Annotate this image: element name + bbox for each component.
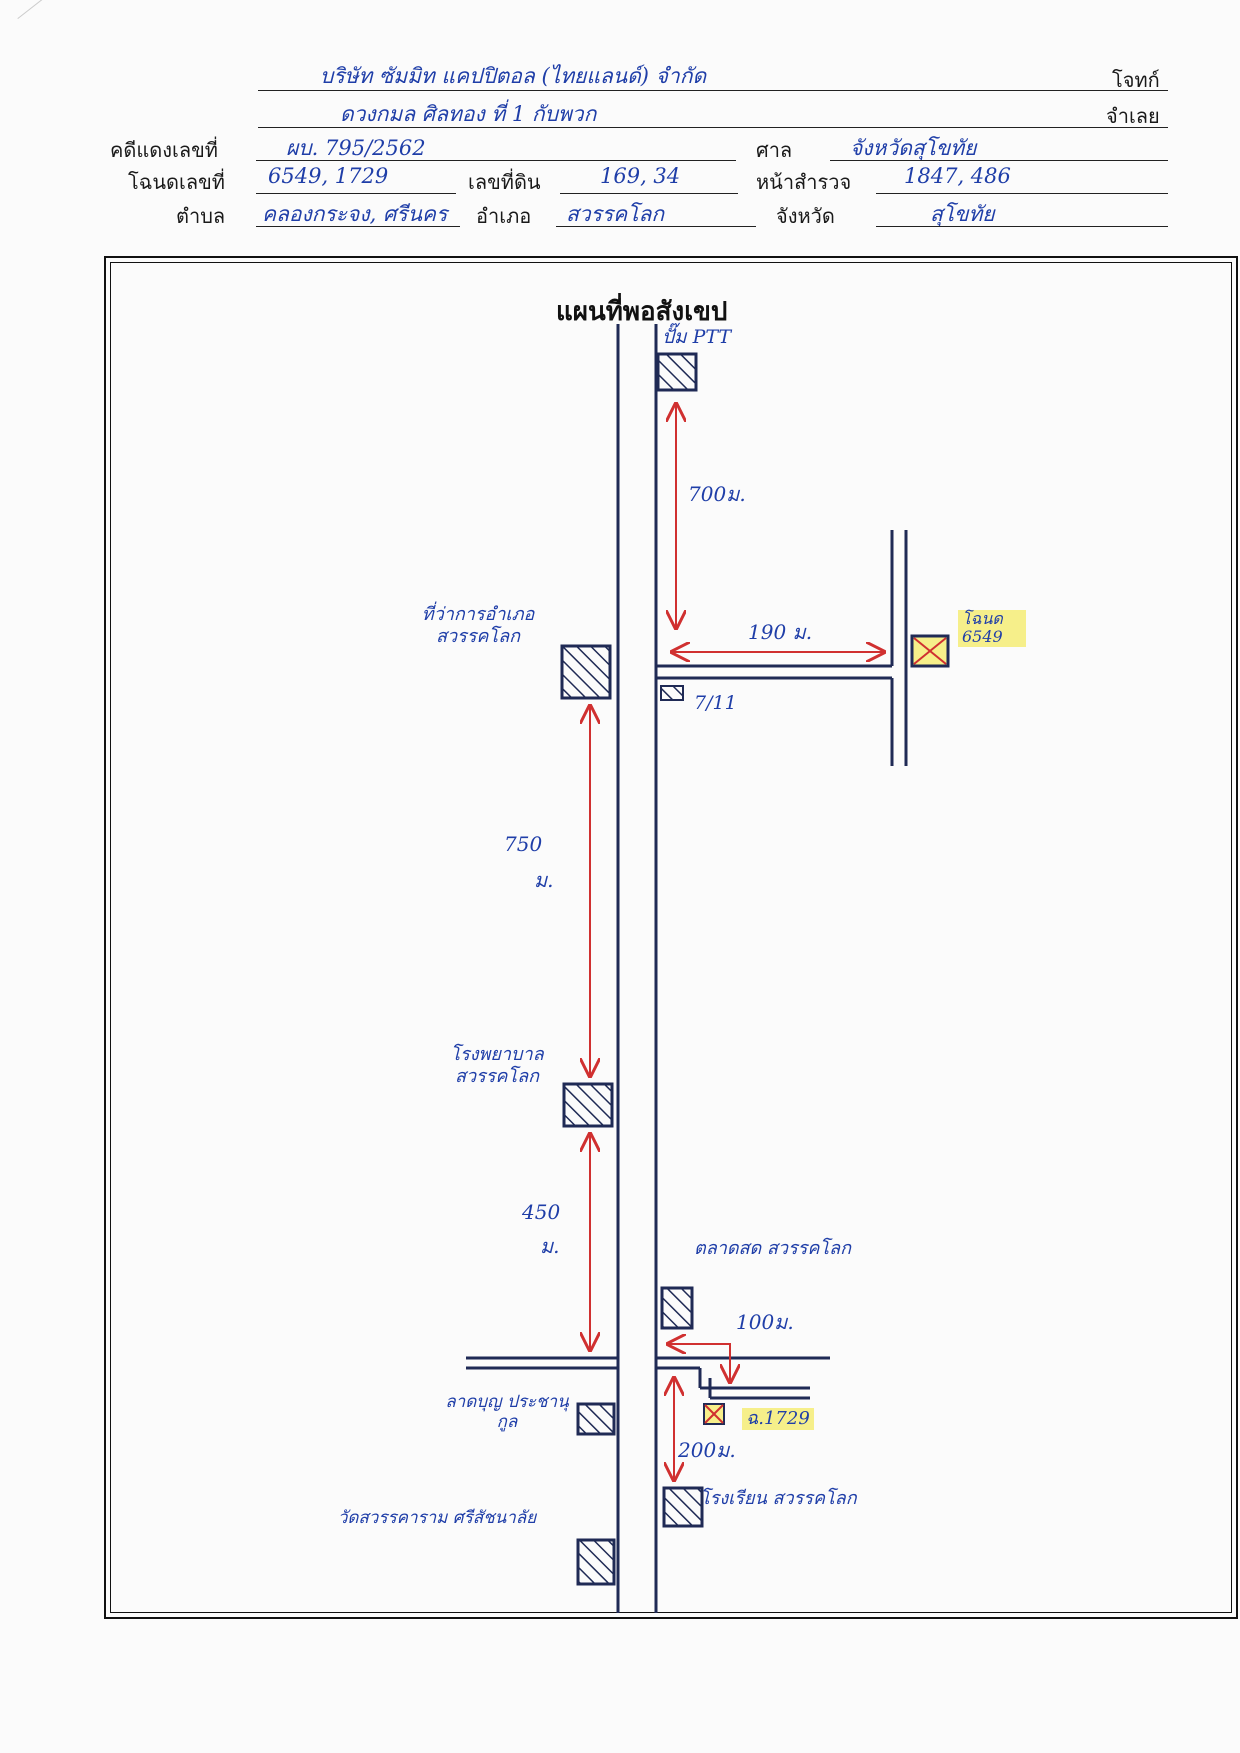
seven-eleven-building (660, 685, 684, 701)
defendant-line (258, 127, 1168, 128)
hospital-building (562, 1082, 614, 1128)
hospital-label: โรงพยาบาล สวรรคโลก (450, 1044, 544, 1087)
defendant-label: จำเลย (1106, 104, 1160, 128)
case-label: คดีแดงเลขที่ (110, 138, 218, 162)
plot-1729-label: ฉ.1729 (742, 1408, 814, 1430)
deed-label: โฉนดเลขที่ (128, 170, 225, 194)
school-label: ลาดบุญ ประชานุกูล (445, 1392, 569, 1433)
court-label: ศาล (756, 138, 793, 162)
map-frame-outer (104, 256, 1238, 1619)
seven-eleven-label: 7/11 (694, 692, 737, 714)
land-line (560, 193, 738, 194)
school-right-label: โรงเรียน สวรรคโลก (700, 1488, 857, 1509)
court-line (830, 160, 1168, 161)
distance-190m: 190 ม. (748, 620, 813, 644)
survey-label: หน้าสำรวจ (756, 170, 852, 194)
survey-line (876, 193, 1168, 194)
distance-700m: 700ม. (688, 482, 746, 506)
plot-6549-label: โฉนด 6549 (958, 609, 1026, 647)
plaintiff-value: บริษัท ซัมมิท แคปปิตอล (ไทยแลนด์) จำกัด (320, 64, 707, 88)
plaintiff-line (258, 90, 1168, 91)
school-right-building (662, 1486, 704, 1528)
district-office-building (560, 644, 612, 700)
land-label: เลขที่ดิน (468, 170, 541, 194)
school-building (576, 1402, 616, 1436)
market-building (660, 1286, 694, 1330)
wat-label: วัดสวรรคาราม ศรีสัชนาลัย (337, 1508, 537, 1528)
court-value: จังหวัดสุโขทัย (850, 136, 977, 160)
deed-line (256, 193, 456, 194)
distance-200m: 200ม. (678, 1438, 736, 1462)
distance-750: 750 (504, 832, 543, 856)
subdistrict-value: คลองกระจง, ศรีนคร (262, 202, 448, 226)
subdistrict-label: ตำบล (176, 204, 226, 228)
district-value: สวรรคโลก (566, 202, 665, 226)
province-value: สุโขทัย (930, 202, 995, 226)
distance-750-unit: ม. (534, 868, 554, 892)
deed-value: 6549, 1729 (268, 164, 389, 188)
map-frame-inner (110, 262, 1232, 1613)
case-line (256, 160, 736, 161)
distance-450-unit: ม. (540, 1234, 560, 1258)
distance-450: 450 (522, 1200, 561, 1224)
province-line (876, 226, 1168, 227)
subdistrict-line (256, 226, 460, 227)
district-office-label: ที่ว่าการอำเภอ สวรรคโลก (421, 604, 535, 647)
arrow-100m (668, 1344, 730, 1382)
market-label: ตลาดสด สวรรคโลก (694, 1238, 851, 1259)
ptt-building (656, 352, 698, 392)
district-label: อำเภอ (476, 204, 532, 228)
plaintiff-label: โจทก์ (1112, 68, 1160, 92)
defendant-value: ดวงกมล ศิลทอง ที่ 1 กับพวก (340, 102, 597, 126)
district-line (556, 226, 756, 227)
wat-building (576, 1538, 616, 1586)
map-title: แผนที่พอสังเขป (556, 297, 728, 327)
distance-100m: 100ม. (736, 1310, 794, 1334)
case-value: ผบ. 795/2562 (286, 136, 426, 160)
province-label: จังหวัด (776, 204, 835, 228)
ptt-label: ปั๊ม PTT (662, 326, 732, 348)
land-value: 169, 34 (600, 164, 681, 188)
survey-value: 1847, 486 (904, 164, 1011, 188)
